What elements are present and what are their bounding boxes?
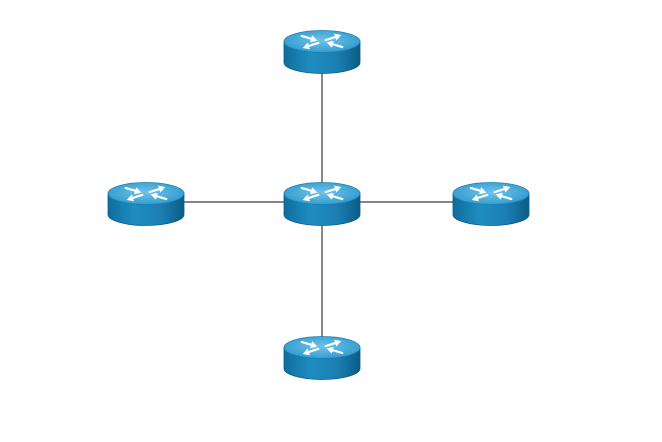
arrow-in-right-icon: [326, 346, 344, 355]
arrow-out-right-icon: [148, 185, 166, 194]
arrow-in-left-icon: [300, 340, 318, 349]
arrow-in-left-icon: [469, 186, 487, 195]
arrow-in-left-icon: [300, 186, 318, 195]
router-icon: [283, 182, 361, 226]
arrow-in-right-icon: [150, 192, 168, 201]
arrow-out-right-icon: [493, 185, 511, 194]
nodes-layer: [107, 30, 530, 380]
router-bottom[interactable]: [283, 336, 361, 380]
router-right[interactable]: [452, 182, 530, 226]
arrow-in-right-icon: [495, 192, 513, 201]
router-top-face: [283, 182, 361, 205]
arrow-out-left-icon: [126, 193, 144, 202]
router-top-face: [283, 30, 361, 53]
arrow-out-right-icon: [324, 33, 342, 42]
arrow-in-left-icon: [300, 34, 318, 43]
arrow-out-right-icon: [324, 339, 342, 348]
arrow-out-left-icon: [302, 41, 320, 50]
arrow-out-left-icon: [471, 193, 489, 202]
router-icon: [107, 182, 185, 226]
router-top-face: [283, 336, 361, 359]
router-icon: [283, 30, 361, 74]
arrow-in-right-icon: [326, 192, 344, 201]
router-left[interactable]: [107, 182, 185, 226]
arrow-in-right-icon: [326, 40, 344, 49]
router-top-face: [107, 182, 185, 205]
arrow-in-left-icon: [124, 186, 142, 195]
router-icon: [452, 182, 530, 226]
arrow-out-left-icon: [302, 347, 320, 356]
arrow-out-left-icon: [302, 193, 320, 202]
router-center[interactable]: [283, 182, 361, 226]
arrow-out-right-icon: [324, 185, 342, 194]
router-icon: [283, 336, 361, 380]
router-top-face: [452, 182, 530, 205]
router-top[interactable]: [283, 30, 361, 74]
